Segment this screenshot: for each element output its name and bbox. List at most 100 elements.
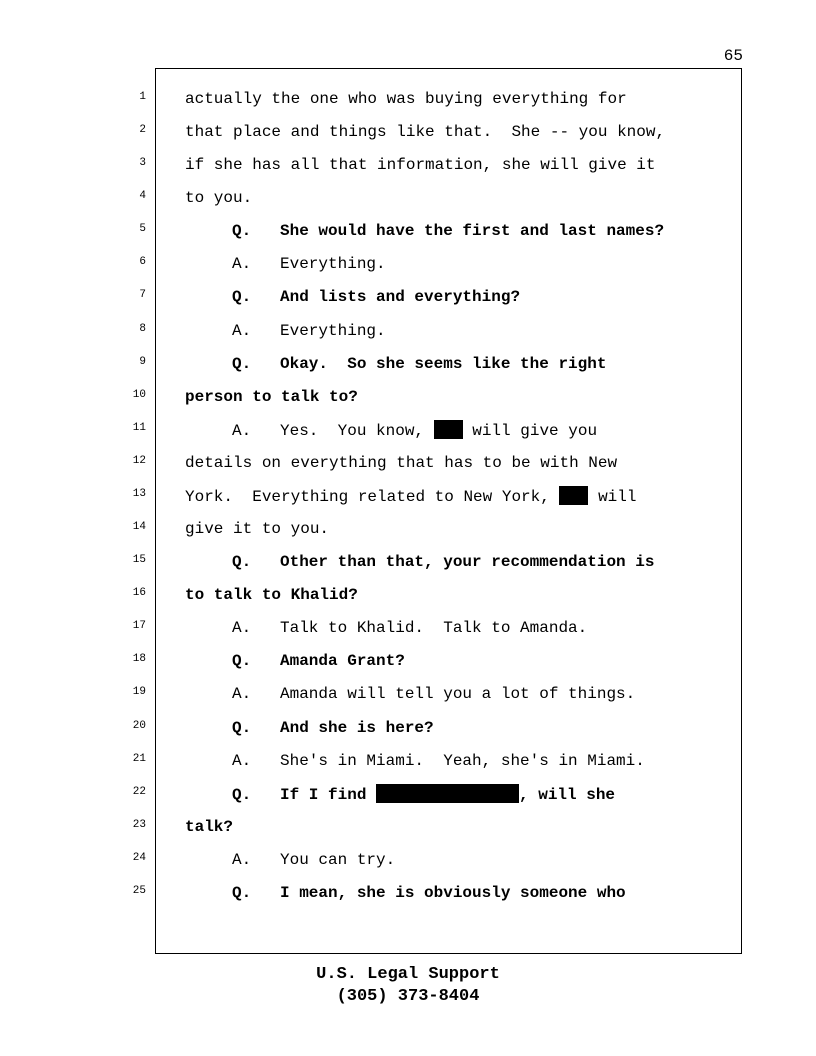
line-text: Q.Other than that, your recommendation i…: [185, 552, 654, 572]
line-number: 14: [132, 521, 146, 534]
line-text: Q. And she is here?: [185, 718, 434, 738]
line-text: A.She's in Miami. Yeah, she's in Miami.: [185, 751, 645, 771]
line-number: 23: [132, 818, 146, 831]
line-number: 3: [139, 157, 146, 170]
text-segment: Everything.: [280, 255, 386, 274]
transcript-line: 23 talk?: [0, 817, 816, 850]
transcript-line: 11 A. Yes. You know, will give you: [0, 419, 816, 453]
line-number: 9: [139, 355, 146, 368]
text-segment: Talk to Khalid. Talk to Amanda.: [280, 619, 588, 638]
line-text: Q. Amanda Grant?: [185, 651, 405, 671]
text-segment: if she has all that information, she wil…: [185, 156, 656, 175]
line-text: if she has all that information, she wil…: [185, 155, 655, 175]
redaction-box: [433, 419, 463, 439]
line-text: to talk to Khalid?: [185, 585, 358, 605]
text-segment: to talk to Khalid?: [185, 586, 358, 605]
transcript-line: 3 if she has all that information, she wi…: [0, 155, 816, 188]
text-segment: And she is here?: [280, 718, 434, 737]
transcript-line: 9 Q. Okay. So she seems like the right: [0, 354, 816, 387]
text-segment: York. Everything related to New York,: [185, 487, 560, 506]
line-number: 17: [132, 620, 146, 633]
question-label: Q.: [232, 288, 252, 307]
text-segment: If I find: [280, 785, 377, 804]
line-text: that place and things like that. She -- …: [185, 122, 665, 142]
text-segment: Everything.: [280, 321, 386, 340]
text-segment: person to talk to?: [185, 387, 358, 406]
line-number: 18: [132, 653, 146, 666]
text-segment: Amanda Grant?: [280, 652, 405, 671]
text-segment: , will she: [519, 785, 616, 804]
line-number: 10: [132, 388, 146, 401]
question-label: Q.: [232, 718, 252, 737]
transcript-line: 7 Q. And lists and everything?: [0, 287, 816, 320]
line-text: Q. She would have the first and last name…: [185, 221, 664, 241]
line-text: actually the one who was buying everythi…: [185, 89, 627, 109]
transcript-line: 14 give it to you.: [0, 519, 816, 552]
transcript-line: 2 that place and things like that. She --…: [0, 122, 816, 155]
line-number: 20: [132, 719, 146, 732]
text-segment: actually the one who was buying everythi…: [185, 90, 627, 108]
text-segment: details on everything that has to be wit…: [185, 453, 618, 472]
answer-label: A.: [232, 751, 252, 770]
text-segment: Okay. So she seems like the right: [280, 354, 607, 373]
line-text: Q. Okay. So she seems like the right: [185, 354, 606, 374]
text-segment: talk?: [185, 817, 234, 836]
transcript-line: 10 person to talk to?: [0, 387, 816, 420]
line-number: 7: [139, 289, 146, 302]
line-number: 5: [139, 223, 146, 236]
line-text: to you.: [185, 188, 252, 208]
line-number: 11: [132, 421, 146, 434]
question-label: Q.: [232, 785, 252, 804]
line-text: Q. If I find , will she: [185, 783, 616, 805]
question-label: Q.: [232, 222, 252, 241]
text-segment: that place and things like that. She -- …: [185, 123, 666, 142]
transcript-frame: [155, 68, 742, 954]
footer-phone: (305) 373-8404: [336, 987, 480, 1006]
line-number: 2: [139, 124, 146, 137]
text-segment: Yes. You know,: [280, 421, 434, 440]
line-text: York. Everything related to New York, wi…: [185, 485, 637, 507]
line-text: details on everything that has to be wit…: [185, 453, 617, 473]
line-text: A. Yes. You know, will give you: [185, 419, 598, 441]
line-number: 6: [139, 256, 146, 269]
text-segment: give it to you.: [185, 520, 330, 539]
text-segment: will give you: [462, 421, 598, 440]
answer-label: A.: [232, 421, 252, 440]
text-segment: will: [588, 487, 637, 506]
line-text: person to talk to?: [185, 387, 358, 407]
transcript-line: 18 Q. Amanda Grant?: [0, 651, 816, 684]
transcript-line: 13 York. Everything related to New York, …: [0, 485, 816, 519]
answer-label: A.: [232, 619, 252, 638]
line-text: A. Everything.: [185, 254, 386, 274]
text-segment: to you.: [185, 189, 253, 208]
redaction-box: [559, 485, 589, 505]
line-number: 16: [132, 587, 146, 600]
line-text: Q.I mean, she is obviously someone who: [185, 883, 626, 903]
answer-label: A.: [232, 255, 252, 274]
line-number: 24: [132, 851, 146, 864]
transcript-line: 22 Q. If I find , will she: [0, 783, 816, 817]
transcript-line: 5 Q. She would have the first and last nam…: [0, 221, 816, 254]
line-text: Q. And lists and everything?: [185, 287, 520, 307]
transcript-line: 25 Q.I mean, she is obviously someone who: [0, 883, 816, 916]
line-number: 19: [132, 686, 146, 699]
question-label: Q.: [232, 652, 252, 671]
question-label: Q.: [232, 354, 252, 373]
text-segment: And lists and everything?: [280, 288, 521, 307]
line-number: 22: [132, 785, 146, 798]
line-number: 25: [132, 884, 146, 897]
question-label: Q.: [232, 883, 252, 902]
transcript-line: 6 A. Everything.: [0, 254, 816, 287]
text-segment: Other than that, your recommendation is: [280, 553, 655, 572]
line-number: 13: [132, 487, 146, 500]
line-text: A.Everything.: [185, 321, 386, 341]
footer-company: U.S. Legal Support: [316, 965, 500, 984]
text-segment: She would have the first and last names?: [280, 222, 665, 241]
